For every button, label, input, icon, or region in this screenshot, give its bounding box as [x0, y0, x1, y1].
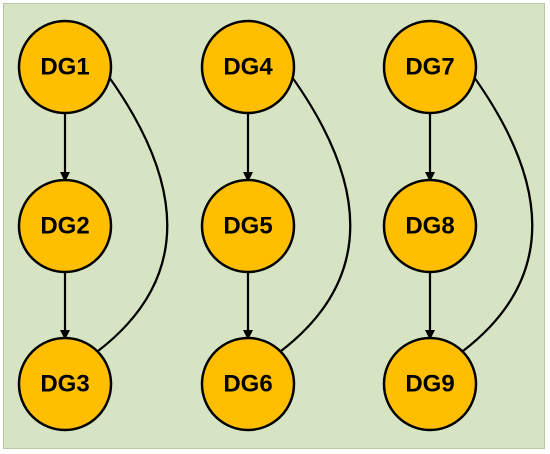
node-circle	[200, 336, 296, 432]
node-circle	[17, 336, 113, 432]
node-circle	[382, 178, 478, 274]
node-dg9: DG9	[382, 336, 478, 432]
node-dg2: DG2	[17, 178, 113, 274]
node-label: DG1	[40, 54, 89, 81]
node-label: DG3	[40, 371, 89, 398]
node-circle	[17, 19, 113, 115]
node-label: DG4	[223, 54, 273, 81]
node-dg7: DG7	[382, 19, 478, 115]
node-dg4: DG4	[200, 19, 296, 115]
node-dg6: DG6	[200, 336, 296, 432]
node-label: DG2	[40, 213, 89, 240]
node-circle	[17, 178, 113, 274]
node-label: DG9	[405, 371, 454, 398]
edge-dg9-to-dg7	[462, 64, 534, 352]
node-dg5: DG5	[200, 178, 296, 274]
node-dg1: DG1	[17, 19, 113, 115]
node-circle	[382, 19, 478, 115]
node-circle	[200, 19, 296, 115]
node-dg3: DG3	[17, 336, 113, 432]
node-label: DG8	[405, 213, 454, 240]
edge-dg6-to-dg4	[280, 64, 352, 352]
node-dg8: DG8	[382, 178, 478, 274]
node-label: DG7	[405, 54, 454, 81]
node-circle	[382, 336, 478, 432]
node-circle	[200, 178, 296, 274]
node-label: DG5	[223, 213, 272, 240]
edge-dg3-to-dg1	[97, 64, 169, 352]
node-label: DG6	[223, 371, 272, 398]
